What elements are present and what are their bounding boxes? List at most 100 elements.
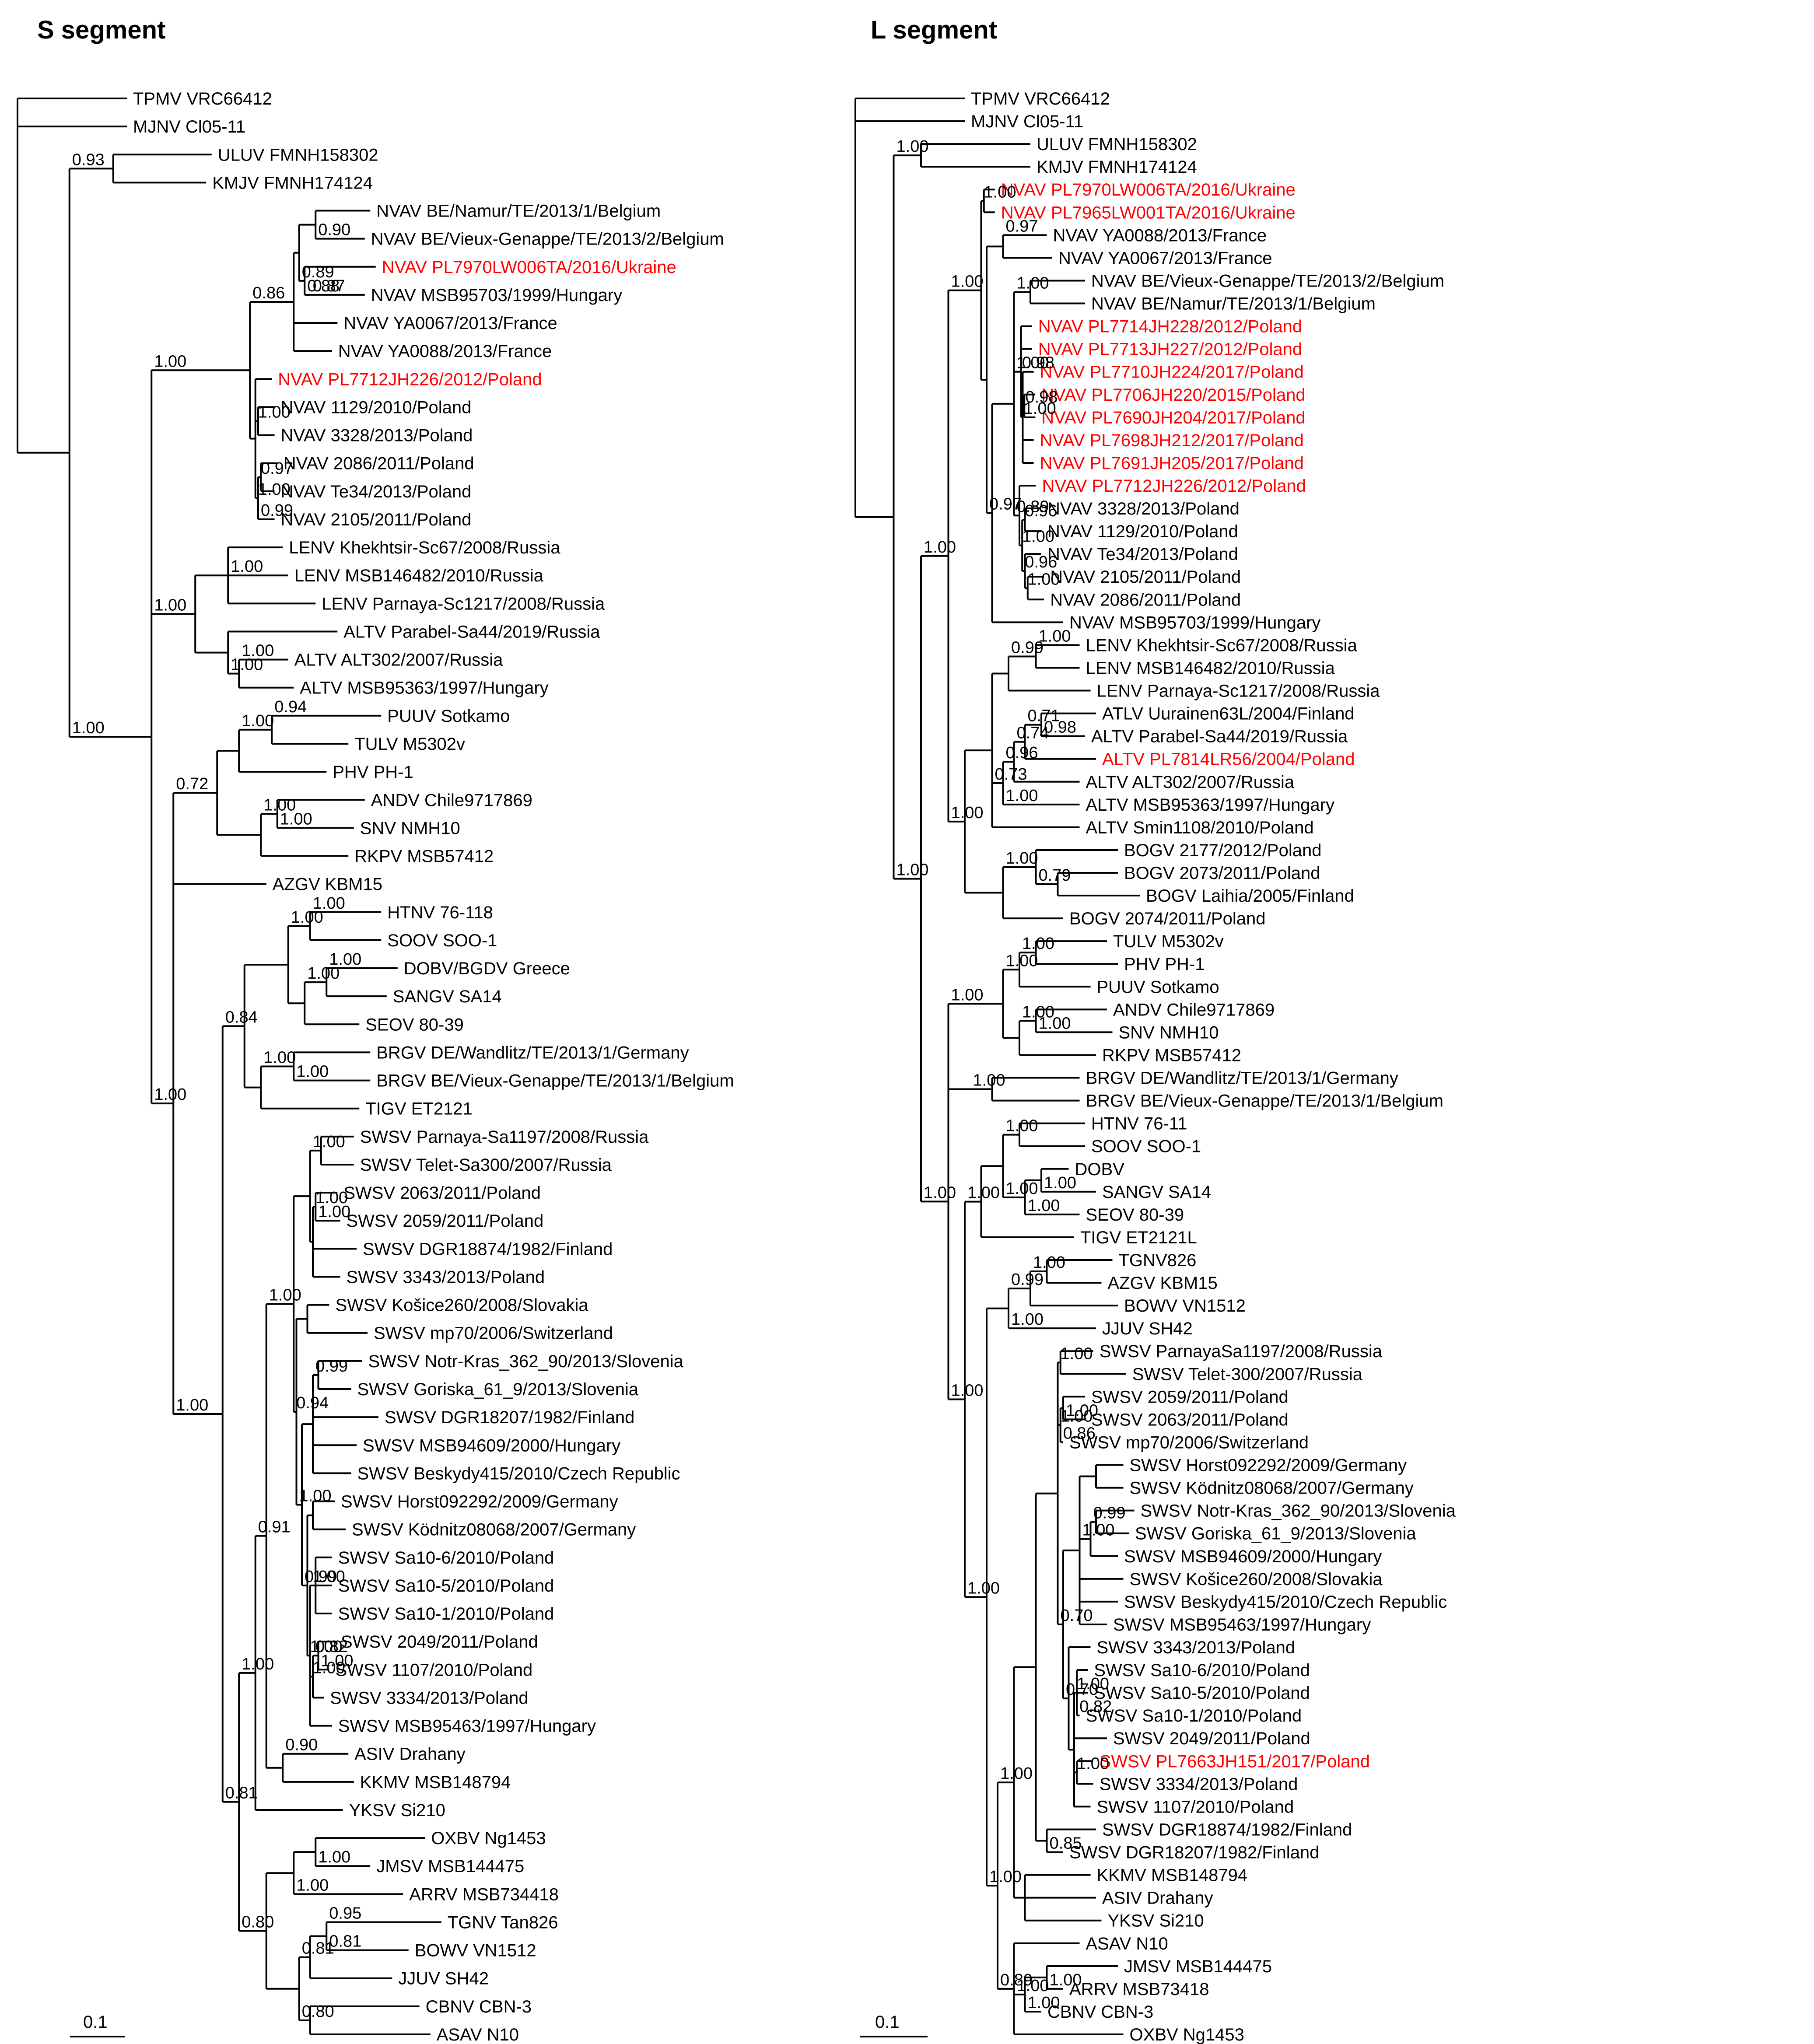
support-value: 0.84: [225, 1008, 258, 1026]
support-value: 1.00: [1050, 1971, 1082, 1989]
taxon-label: SWSV 2049/2011/Poland: [341, 1632, 538, 1652]
taxon-label: SWSV MSB95463/1997/Hungary: [338, 1717, 596, 1736]
support-value: 1.00: [313, 1659, 345, 1677]
support-value: 1.00: [1006, 952, 1038, 970]
taxon-label: SWSV 2049/2011/Poland: [1113, 1729, 1310, 1748]
taxon-label: NVAV PL7706JH220/2015/Poland: [1041, 385, 1305, 405]
support-value: 1.00: [1028, 1994, 1060, 2012]
taxon-label: DOBV: [1075, 1160, 1125, 1179]
support-value: 0.73: [995, 765, 1027, 784]
support-value: 0.87: [313, 277, 345, 295]
support-value: 0.81: [302, 1939, 334, 1958]
support-value: 0.89: [302, 263, 334, 281]
scale-bar-label: 0.1: [875, 2012, 900, 2032]
support-value: 1.00: [951, 1381, 984, 1400]
taxon-label: PUUV Sotkamo: [387, 707, 510, 726]
support-value: 1.00: [1028, 570, 1060, 588]
support-value: 0.99: [261, 501, 293, 520]
taxon-label: ARRV MSB734418: [409, 1885, 559, 1904]
taxon-label: OXBV Ng1453: [1130, 2025, 1244, 2044]
taxon-label: DOBV/BGDV Greece: [404, 959, 570, 978]
s-segment-title: S segment: [37, 16, 165, 44]
support-value: 1.00: [1006, 849, 1038, 868]
support-value: 0.97: [1006, 217, 1038, 235]
taxon-label: SWSV 2063/2011/Poland: [1091, 1410, 1289, 1429]
support-value: 0.86: [252, 284, 285, 302]
support-value: 1.00: [263, 1049, 296, 1067]
support-value: 0.96: [1025, 553, 1057, 571]
taxon-label: TULV M5302v: [354, 735, 465, 754]
taxon-label: BOWV VN1512: [415, 1941, 536, 1960]
taxon-label: KMJV FMNH174124: [1037, 158, 1197, 177]
support-value: 1.00: [231, 656, 263, 674]
support-value: 1.00: [318, 1203, 350, 1221]
taxon-label: NVAV PL7710JH224/2017/Poland: [1040, 363, 1304, 382]
taxon-label: NVAV BE/Namur/TE/2013/1/Belgium: [376, 202, 661, 221]
taxon-label: SANGV SA14: [393, 987, 502, 1006]
taxon-label: SWSV Košice260/2008/Slovakia: [1130, 1570, 1383, 1589]
taxon-label: PUUV Sotkamo: [1097, 977, 1219, 997]
taxon-label: SEOV 80-39: [1086, 1205, 1184, 1225]
support-value: 1.00: [315, 1189, 348, 1207]
taxon-label: SOOV SOO-1: [1091, 1137, 1201, 1156]
taxon-label: SWSV Parnaya-Sa1197/2008/Russia: [360, 1127, 649, 1147]
support-value: 0.96: [1025, 502, 1057, 520]
support-value: 0.90: [285, 1736, 318, 1754]
taxon-label: SWSV Telet-300/2007/Russia: [1132, 1365, 1363, 1384]
taxon-label: BOGV 2074/2011/Poland: [1069, 909, 1265, 928]
support-value: 1.00: [296, 1063, 329, 1081]
taxon-label: SWSV Košice260/2008/Slovakia: [336, 1296, 589, 1315]
taxon-label: LENV Khekhtsir-Sc67/2008/Russia: [289, 538, 560, 557]
support-value: 1.00: [258, 480, 291, 499]
taxon-label: SEOV 80-39: [365, 1015, 464, 1034]
support-value: 1.00: [321, 1652, 354, 1670]
taxon-label: SWSV 2059/2011/Poland: [347, 1211, 544, 1231]
support-value: 0.82: [1079, 1698, 1112, 1716]
support-value: 0.80: [302, 2002, 334, 2021]
taxon-label: YKSV Si210: [1108, 1911, 1204, 1931]
support-value: 1.00: [1006, 1180, 1038, 1198]
support-value: 0.93: [72, 150, 105, 169]
taxon-label: NVAV PL7712JH226/2012/Poland: [278, 370, 542, 389]
support-value: 1.00: [896, 861, 929, 879]
taxon-label: NVAV 2086/2011/Poland: [1050, 590, 1241, 609]
taxon-label: ASIV Drahany: [1102, 1889, 1213, 1908]
support-value: 0.97: [989, 495, 1022, 514]
support-value: 1.00: [1077, 1675, 1109, 1693]
support-value: 0.94: [296, 1394, 329, 1412]
support-value: 1.00: [1028, 1197, 1060, 1215]
support-value: 0.81: [329, 1932, 361, 1951]
support-value: 1.00: [924, 538, 956, 556]
taxon-label: SWSV Sa10-6/2010/Poland: [338, 1548, 554, 1568]
support-value: 0.98: [1044, 718, 1076, 737]
taxon-label: KKMV MSB148794: [360, 1773, 511, 1792]
support-value: 1.00: [967, 1184, 1000, 1202]
taxon-label: NVAV 3328/2013/Poland: [281, 426, 473, 445]
taxon-label: ALTV Parabel-Sa44/2019/Russia: [1091, 727, 1348, 746]
support-value: 0.88: [307, 277, 340, 295]
taxon-label: SWSV Notr-Kras_362_90/2013/Slovenia: [368, 1352, 684, 1371]
support-value: 0.70: [1066, 1680, 1098, 1699]
taxon-label: SWSV 2059/2011/Poland: [1091, 1387, 1289, 1407]
support-value: 1.00: [951, 986, 984, 1004]
support-value: 1.00: [1044, 1174, 1076, 1192]
support-value: 1.00: [1039, 1014, 1071, 1032]
support-value: 1.00: [1024, 399, 1056, 418]
support-value: 0.80: [242, 1913, 274, 1932]
support-value: 1.00: [299, 1487, 332, 1505]
taxon-label: NVAV PL7690JH204/2017/Poland: [1041, 408, 1305, 427]
taxon-label: LENV Parnaya-Sc1217/2008/Russia: [1097, 682, 1380, 701]
support-value: 1.00: [1000, 1764, 1033, 1783]
support-value: 1.00: [1066, 1401, 1098, 1420]
taxon-label: TGNV Tan826: [448, 1913, 558, 1932]
support-value: 1.00: [313, 1133, 345, 1151]
support-value: 1.00: [984, 183, 1016, 201]
taxon-label: AZGV KBM15: [273, 875, 382, 894]
taxon-label: SWSV Ködnitz08068/2007/Germany: [1130, 1479, 1414, 1498]
taxon-label: SWSV 3343/2013/Poland: [1097, 1638, 1296, 1657]
taxon-label: SWSV Notr-Kras_362_90/2013/Slovenia: [1141, 1502, 1456, 1521]
taxon-label: JJUV SH42: [1102, 1319, 1193, 1338]
support-value: 1.00: [231, 557, 263, 576]
